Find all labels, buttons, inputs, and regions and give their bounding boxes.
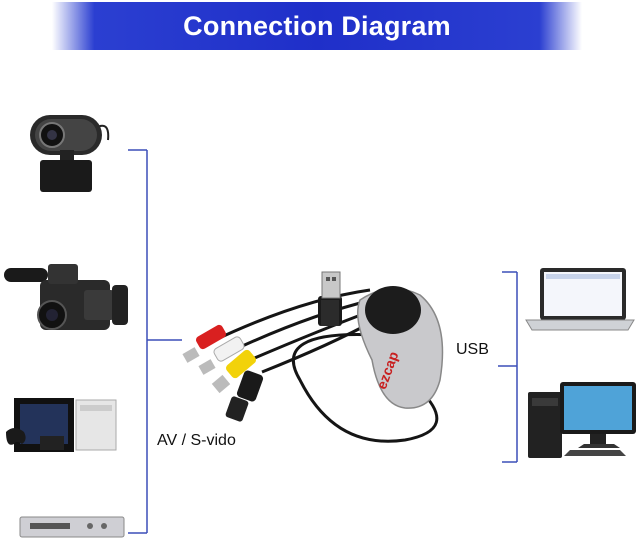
game-console-icon xyxy=(6,398,117,452)
usb-label: USB xyxy=(456,341,489,358)
laptop-icon xyxy=(525,268,635,331)
page-title: Connection Diagram xyxy=(183,10,451,41)
rca-white-plug xyxy=(198,336,245,375)
dvd-player-icon xyxy=(19,516,125,538)
svideo-plug xyxy=(225,370,264,422)
rca-red-plug xyxy=(182,324,227,363)
webcam-icon xyxy=(30,115,110,192)
desktop-computer-icon xyxy=(528,382,636,458)
left-bracket xyxy=(128,149,182,534)
title-banner: Connection Diagram xyxy=(52,2,582,50)
camcorder-icon xyxy=(4,264,128,330)
usb-plug xyxy=(318,271,342,326)
capture-device: ezcap xyxy=(357,286,444,409)
av-svideo-label: AV / S-vido xyxy=(157,432,236,449)
rca-yellow-plug xyxy=(211,349,256,394)
right-bracket xyxy=(498,271,518,463)
